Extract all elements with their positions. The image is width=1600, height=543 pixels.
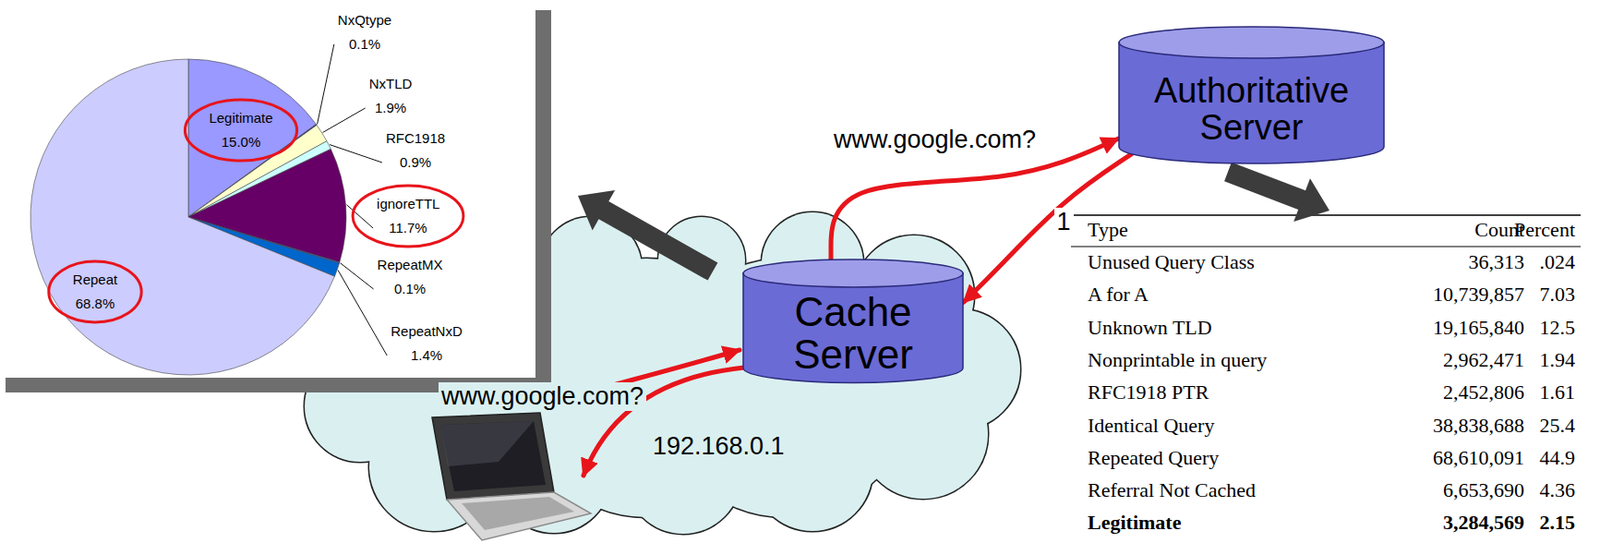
pie-label: ignoreTTL 11.7% [376, 192, 440, 241]
pie-chart [30, 59, 347, 375]
laptop-bezel [432, 412, 554, 500]
leader-line [337, 270, 387, 356]
pie-label: Legitimate 15.0% [208, 106, 273, 155]
table-cell: .024 [1539, 250, 1576, 275]
pie-label: Repeat 68.8% [72, 267, 118, 316]
block-arrow [577, 190, 718, 281]
cylinder-top [1118, 26, 1384, 59]
table-cell: RFC1918 PTR [1087, 380, 1209, 405]
pie-label: RepeatNxD 1.4% [390, 319, 463, 368]
table-cell: 6,653,690 [1443, 478, 1525, 503]
table-cell: 36,313 [1468, 250, 1526, 275]
highlight-ring [48, 261, 142, 323]
chart-panel [0, 0, 536, 378]
table-cell: 25.4 [1539, 413, 1576, 438]
table-cell: 2,962,471 [1443, 348, 1525, 373]
dns-connector [963, 154, 1131, 302]
screen-glare [440, 421, 534, 467]
highlight-ring [352, 185, 464, 247]
block-arrow [1224, 162, 1330, 222]
table-cell: 68,610,091 [1432, 445, 1525, 470]
table-cell: 38,838,688 [1432, 413, 1525, 438]
table-cell: 44.9 [1539, 445, 1576, 470]
pie-label: RFC1918 0.9% [385, 126, 446, 175]
pie-label: NxQtype 0.1% [337, 8, 392, 57]
laptop-icon [432, 412, 591, 541]
table-cell: Type [1087, 217, 1129, 242]
leader-line [340, 263, 374, 289]
table-cell: 10,739,857 [1432, 282, 1525, 307]
table-rule [1070, 214, 1581, 217]
table-cell: Unused Query Class [1087, 250, 1255, 275]
pie-slice [30, 59, 335, 375]
leader-line [317, 44, 335, 124]
cylinder-top [743, 259, 963, 288]
table-cell: 19,165,840 [1432, 315, 1525, 340]
server-cylinder: Cache Server [742, 258, 964, 383]
table-cell: Legitimate [1087, 510, 1181, 535]
dns-connector [830, 138, 1119, 259]
leader-line [329, 144, 383, 163]
leader-line [346, 204, 373, 229]
query-label: 192.168.0.1 [649, 432, 788, 461]
leader-line [323, 108, 366, 133]
table-cell: Percent [1514, 217, 1576, 242]
server-label: Cache Server [742, 290, 964, 376]
server-label: Authoritative Server [1118, 72, 1385, 147]
table-cell: Identical Query [1087, 413, 1215, 438]
pie-label: NxTLD 1.9% [369, 72, 413, 121]
laptop-base [446, 492, 591, 541]
highlight-ring [184, 99, 297, 161]
server-cylinder: Authoritative Server [1118, 25, 1385, 164]
table-cell: 4.36 [1539, 478, 1576, 503]
table-cell: 1.94 [1539, 348, 1576, 373]
laptop-keyboard [461, 496, 575, 530]
edge-label: 1 [1054, 207, 1074, 237]
pie-label: RepeatMX 0.1% [377, 252, 444, 301]
table-cell: 3,284,569 [1443, 510, 1525, 535]
table-cell: Referral Not Cached [1087, 478, 1256, 503]
table-cell: Unknown TLD [1087, 315, 1213, 340]
cylinder-body [743, 273, 963, 383]
table-cell: Nonprintable in query [1087, 348, 1267, 373]
table-cell: 12.5 [1539, 315, 1576, 340]
highlight-rings [48, 99, 464, 323]
laptop-screen [440, 421, 546, 492]
cylinder-body [1118, 42, 1384, 164]
table-cell: 2,452,806 [1443, 380, 1525, 405]
table-cell: 1.61 [1539, 380, 1576, 405]
table-cell: 7.03 [1539, 282, 1576, 307]
query-label: www.google.com? [438, 382, 647, 411]
table-cell: 2.15 [1539, 510, 1576, 535]
table-cell: A for A [1087, 282, 1149, 307]
edge-label: www.google.com? [830, 125, 1039, 155]
table-rule [1070, 246, 1581, 248]
table-cell: Repeated Query [1087, 445, 1219, 470]
